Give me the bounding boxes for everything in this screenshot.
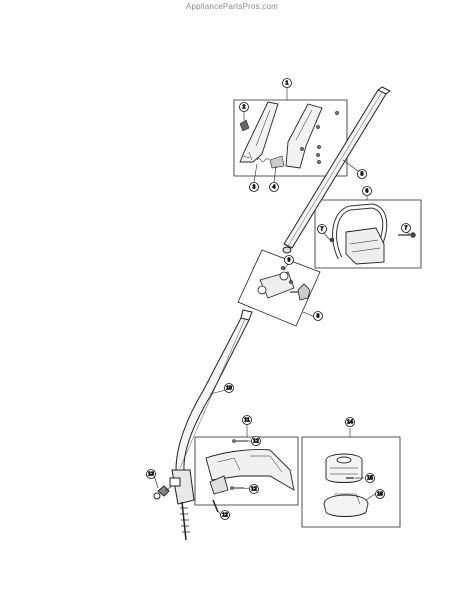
gearhead-assembly <box>169 469 195 541</box>
callout-7-right: 7 <box>401 223 411 233</box>
trigger-part-4 <box>269 155 285 169</box>
callout-4: 4 <box>269 182 279 192</box>
callout-15: 15 <box>365 473 375 483</box>
svg-text:14: 14 <box>347 420 353 426</box>
upper-shaft <box>282 86 391 254</box>
group-box-14 <box>301 436 401 528</box>
callout-8: 8 <box>313 311 323 321</box>
svg-text:16: 16 <box>377 492 383 498</box>
handle-housing-left <box>239 101 279 163</box>
spool-cap-part-16 <box>323 493 369 517</box>
watermark-text: AppliancePartsPros.com <box>186 2 278 11</box>
spool-part-14 <box>325 453 363 483</box>
svg-text:7: 7 <box>321 227 324 233</box>
svg-text:10: 10 <box>226 386 232 392</box>
svg-text:6: 6 <box>366 189 369 195</box>
svg-text:8: 8 <box>317 314 320 320</box>
guard-part-11 <box>205 449 295 513</box>
svg-text:9: 9 <box>288 258 291 264</box>
svg-text:13: 13 <box>148 472 154 478</box>
callout-12-bottom: 12 <box>220 510 230 520</box>
svg-text:11: 11 <box>244 418 250 424</box>
callout-13: 13 <box>146 469 156 479</box>
lower-shaft <box>175 309 253 471</box>
group-box-1 <box>233 99 348 177</box>
part-13-hardware <box>153 485 173 500</box>
callout-12-top: 12 <box>251 436 261 446</box>
front-handle-part-6 <box>329 203 416 265</box>
group-box-11 <box>194 436 299 506</box>
svg-text:4: 4 <box>273 185 276 191</box>
callout-9: 9 <box>284 255 294 265</box>
callout-3: 3 <box>249 182 259 192</box>
screws-part-1 <box>300 111 339 164</box>
svg-text:15: 15 <box>367 476 373 482</box>
callout-16: 16 <box>375 489 385 499</box>
callouts: 1 2 3 4 5 6 7 7 8 9 10 11 12 12 12 13 14… <box>146 78 411 520</box>
svg-text:5: 5 <box>361 172 364 178</box>
spring-part-3 <box>256 158 270 162</box>
callout-12-mid: 12 <box>249 484 259 494</box>
svg-text:12: 12 <box>253 439 259 445</box>
svg-text:1: 1 <box>286 81 289 87</box>
group-box-6 <box>314 199 422 269</box>
leader-lines <box>153 87 411 516</box>
svg-text:7: 7 <box>405 226 408 232</box>
group-box-8 <box>237 249 321 327</box>
svg-text:3: 3 <box>253 185 256 191</box>
svg-text:2: 2 <box>243 105 246 111</box>
coupler-part-8 <box>257 266 311 301</box>
callout-14: 14 <box>345 417 355 427</box>
callout-6: 6 <box>362 186 372 196</box>
callout-10: 10 <box>224 383 234 393</box>
callout-2: 2 <box>239 102 249 112</box>
handle-housing-right <box>285 103 323 169</box>
svg-text:12: 12 <box>251 487 257 493</box>
svg-text:12: 12 <box>222 513 228 519</box>
callout-5: 5 <box>357 169 367 179</box>
callout-1: 1 <box>282 78 292 88</box>
guard-screws <box>230 439 248 490</box>
switch-part-2 <box>239 119 250 132</box>
callout-7-left: 7 <box>317 224 327 234</box>
callout-11: 11 <box>242 415 252 425</box>
